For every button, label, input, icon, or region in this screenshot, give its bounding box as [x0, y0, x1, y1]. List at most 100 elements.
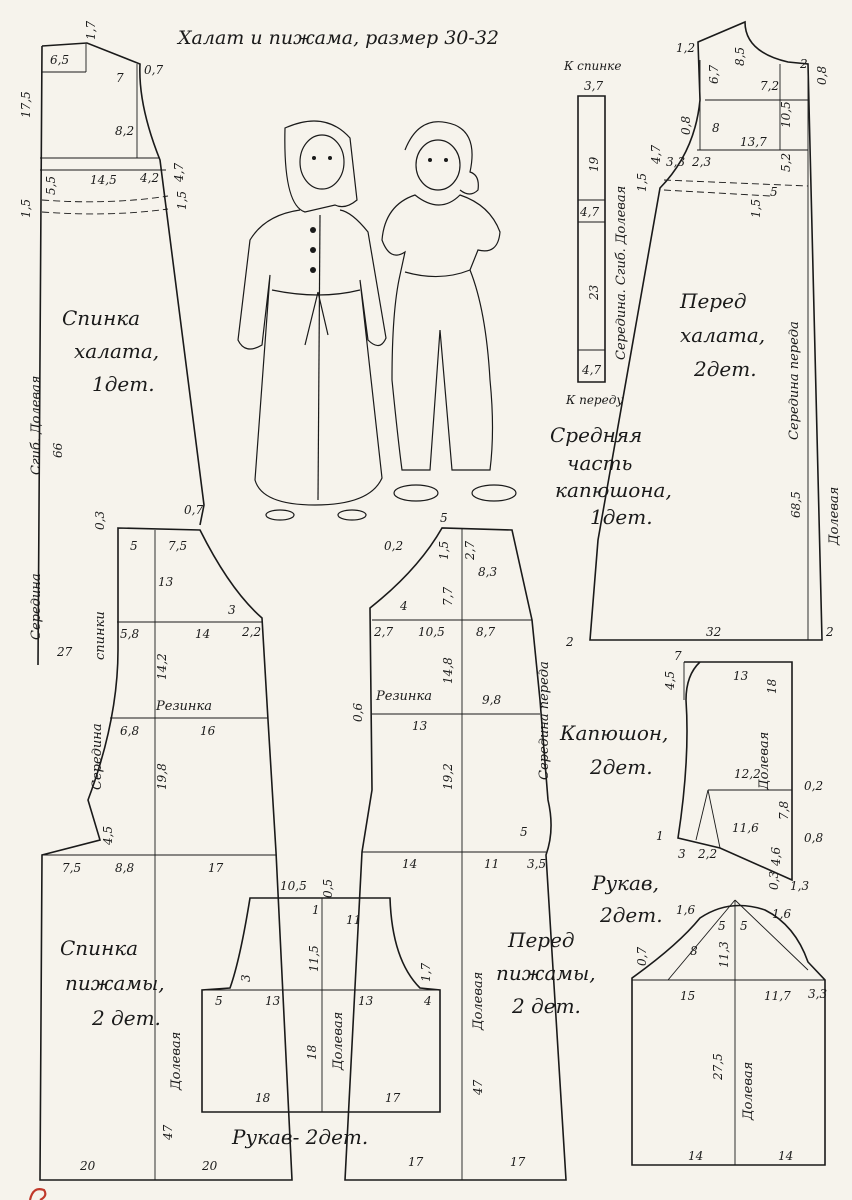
pajama-sleeve-grain: Долевая	[331, 1012, 346, 1071]
front-robe-grain: Долевая	[827, 487, 842, 546]
front-robe-piece: Перед халата, 2дет. Середина переда Доле…	[565, 20, 842, 649]
back-robe-dim: 0,7	[184, 503, 203, 517]
hood-dim: 7	[674, 649, 682, 663]
front-robe-dim: 1,5	[635, 173, 649, 192]
back-pajama-name-2: пижамы,	[65, 971, 165, 995]
front-pajama-dim: 11	[484, 857, 499, 871]
front-pajama-dim: 9,8	[482, 693, 501, 707]
robe-hood	[284, 120, 358, 213]
back-robe-dim: 1,7	[84, 21, 98, 40]
front-robe-dash-2	[663, 189, 771, 197]
hood-dim: 1	[656, 829, 664, 843]
front-pajama-outline	[344, 527, 567, 1181]
robe-sleeve-dim: 5	[740, 919, 748, 933]
hood-dart-1	[707, 789, 721, 849]
back-pajama-dim: 47	[161, 1124, 175, 1141]
back-robe-dash-1	[41, 195, 169, 203]
back-pajama-dim: 20	[79, 1159, 96, 1173]
back-pajama-dim: 5	[130, 539, 138, 553]
back-pajama-center2: спинки	[93, 611, 108, 660]
hood-dim: 18	[765, 678, 779, 694]
hood-piece: Капюшон, 2дет. Долевая 7 4,5 13 18 12,2 …	[559, 649, 823, 893]
hood-dart-2	[695, 789, 709, 841]
hood-middle-dim: 3,7	[584, 79, 603, 93]
robe-sleeve-dim: 3,3	[808, 987, 827, 1001]
back-robe-piece: Спинка халата, 1дет. Сгиб. Долевая Серед…	[19, 21, 205, 666]
back-pajama-band: Резинка	[155, 699, 212, 714]
pajama-sleeve-dim: 13	[358, 994, 374, 1008]
back-robe-dim: 4,2	[139, 171, 159, 185]
hood-dim: 0,2	[804, 779, 823, 793]
front-pajama-name-3: 2 дет.	[511, 994, 581, 1018]
back-robe-dim: 8,2	[115, 124, 134, 138]
back-pajama-dim: 7,5	[168, 539, 187, 553]
robe-button	[310, 267, 316, 273]
robe-button	[310, 247, 316, 253]
front-robe-dim: 6,7	[707, 65, 721, 84]
hood-dim: 11,6	[732, 821, 759, 835]
back-pajama-dim: 13	[158, 575, 174, 589]
hood-middle-piece: К спинке К переду Середина. Сгиб. Долева…	[550, 59, 672, 529]
front-pajama-dim: 47	[471, 1079, 485, 1096]
robe-girl-shoe	[337, 509, 367, 521]
back-pajama-outline	[39, 527, 293, 1181]
robe-girl-face	[299, 134, 345, 190]
front-robe-dim: 4,7	[649, 145, 663, 165]
back-robe-name-2: халата,	[74, 339, 159, 363]
back-pajama-piece: Резинка Середина спинки Долевая Спинка п…	[39, 511, 293, 1181]
pajama-sleeve-dim: 3	[239, 974, 253, 982]
hood-dim: 12,2	[734, 767, 761, 781]
back-robe-dim: 7	[116, 71, 124, 85]
pajama-sleeve-dim: 13	[265, 994, 281, 1008]
hood-dim: 2,2	[697, 847, 717, 861]
hood-dim: 0,8	[804, 831, 823, 845]
hood-name-1: Капюшон,	[559, 721, 668, 745]
back-pajama-dim: 7,5	[62, 861, 81, 875]
pajama-sleeve-dim: 11	[346, 913, 361, 927]
back-pajama-dim: 4,5	[101, 826, 115, 846]
front-robe-outline	[589, 20, 823, 641]
robe-sleeve-outline	[631, 904, 826, 1166]
hood-middle-name-3: капюшона,	[555, 478, 672, 502]
robe-sleeve-name-2: 2дет.	[599, 903, 663, 927]
red-pen-mark	[28, 1188, 47, 1200]
robe-sleeve-grain: Долевая	[741, 1062, 756, 1121]
front-pajama-center: Середина переда	[537, 661, 552, 780]
back-robe-dim: 1,5	[19, 199, 33, 218]
front-pajama-dim: 4	[399, 599, 408, 613]
back-pajama-dim: 8,8	[115, 861, 134, 875]
pajama-sleeve-dim: 10,5	[280, 879, 307, 893]
robe-sleeve-diag-2	[734, 899, 809, 971]
back-pajama-dim: 20	[201, 1159, 218, 1173]
hood-middle-dim: 4,7	[579, 205, 599, 219]
back-robe-dim: 27	[56, 645, 73, 659]
back-robe-name-3: 1дет.	[92, 372, 155, 396]
front-robe-dim: 3,3	[666, 155, 685, 169]
front-robe-dim: 8,5	[733, 47, 747, 66]
robe-belt	[271, 289, 361, 296]
front-robe-dim: 1,2	[676, 41, 695, 55]
robe-sleeve-dim: 14	[688, 1149, 703, 1163]
back-robe-dash-2	[41, 208, 169, 215]
back-robe-grain: Сгиб. Долевая	[29, 376, 44, 475]
back-robe-dim: 1,5	[175, 191, 189, 210]
front-pajama-dim: 5	[440, 511, 448, 525]
robe-girl-eye	[328, 156, 332, 160]
front-pajama-dim: 0,6	[351, 703, 365, 722]
sheet-title: Халат и пижама, размер 30-32	[176, 27, 499, 49]
front-robe-dim: 7,2	[760, 79, 779, 93]
front-pajama-dim: 2,7	[373, 625, 393, 639]
front-pajama-dim: 7,7	[441, 587, 455, 606]
front-pajama-name-1: Перед	[507, 928, 575, 952]
front-robe-dash-1	[663, 179, 809, 187]
robe-front-edge	[317, 214, 321, 501]
back-pajama-dim: 3	[228, 603, 236, 617]
robe-sleeve-dim: 11,7	[764, 989, 791, 1003]
front-robe-dim: 0,8	[679, 116, 693, 135]
robe-button	[310, 227, 316, 233]
front-pajama-dim: 14	[402, 857, 417, 871]
back-pajama-dim: 0,3	[93, 511, 107, 530]
front-pajama-dim: 8,7	[476, 625, 495, 639]
front-robe-dim: 10,5	[779, 101, 793, 128]
pajama-sleeve-dim: 5	[215, 994, 223, 1008]
